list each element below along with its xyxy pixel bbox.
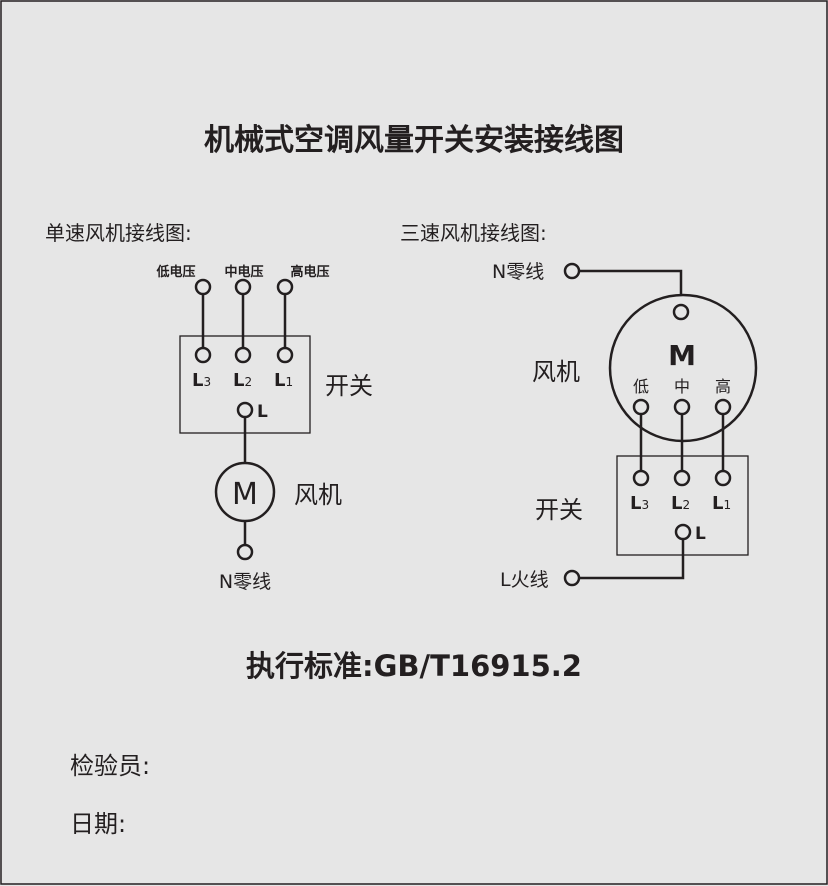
single-speed-diagram: 单速风机接线图: 低电压 中电压 高电压 L3 L2 L1 开关 L M 风机 … <box>45 221 373 593</box>
terminal-neutral <box>563 262 581 280</box>
neutral-label: N零线 <box>492 261 544 283</box>
terminal-l-common <box>236 401 254 419</box>
terminal-l3 <box>194 346 212 364</box>
label-l-common: L <box>257 402 268 422</box>
terminal-l2 <box>234 346 252 364</box>
switch-label: 开关 <box>535 496 583 524</box>
input-label-low: 低电压 <box>155 264 195 280</box>
terminal-l3 <box>632 469 650 487</box>
motor-label: 风机 <box>532 358 580 386</box>
terminal-l1 <box>714 469 732 487</box>
wire-live <box>579 539 685 580</box>
motor-label: 风机 <box>294 481 342 509</box>
page-title: 机械式空调风量开关安装接线图 <box>204 123 624 158</box>
wire-neutral <box>579 269 683 305</box>
input-label-mid: 中电压 <box>224 264 263 280</box>
terminal-low-input <box>194 278 212 296</box>
label-l3: L3 <box>630 493 649 514</box>
terminal-motor-high <box>714 398 732 416</box>
label-l1: L1 <box>712 493 731 514</box>
three-speed-diagram: 三速风机接线图: N零线 M 风机 低 中 高 L3 L2 L1 开关 L L火… <box>400 221 758 591</box>
label-l-common: L <box>695 524 706 544</box>
terminal-mid-input <box>234 278 252 296</box>
terminal-high-input <box>276 278 294 296</box>
speed-label-high: 高 <box>715 377 731 396</box>
label-l2: L2 <box>671 493 690 514</box>
live-label: L火线 <box>500 569 549 591</box>
label-l3: L3 <box>192 370 211 391</box>
terminal-motor-mid <box>673 398 691 416</box>
standard-text: 执行标准:GB/T16915.2 <box>246 649 582 683</box>
three-speed-heading: 三速风机接线图: <box>400 221 547 245</box>
switch-label: 开关 <box>325 372 373 400</box>
label-l1: L1 <box>274 370 293 391</box>
neutral-label: N零线 <box>219 571 271 593</box>
date-label: 日期: <box>70 810 126 838</box>
terminal-l-common <box>674 523 692 541</box>
terminal-l2 <box>673 469 691 487</box>
speed-label-mid: 中 <box>674 377 690 396</box>
terminal-live <box>563 569 581 587</box>
single-speed-heading: 单速风机接线图: <box>45 221 192 245</box>
motor-symbol: M <box>668 339 696 372</box>
terminal-motor-low <box>632 398 650 416</box>
label-l2: L2 <box>233 370 252 391</box>
input-label-high: 高电压 <box>290 264 329 280</box>
speed-label-low: 低 <box>633 377 649 396</box>
terminal-motor-n <box>672 303 690 321</box>
terminal-neutral <box>236 543 254 561</box>
inspector-label: 检验员: <box>70 752 150 780</box>
terminal-l1 <box>276 346 294 364</box>
motor-symbol: M <box>232 477 258 512</box>
